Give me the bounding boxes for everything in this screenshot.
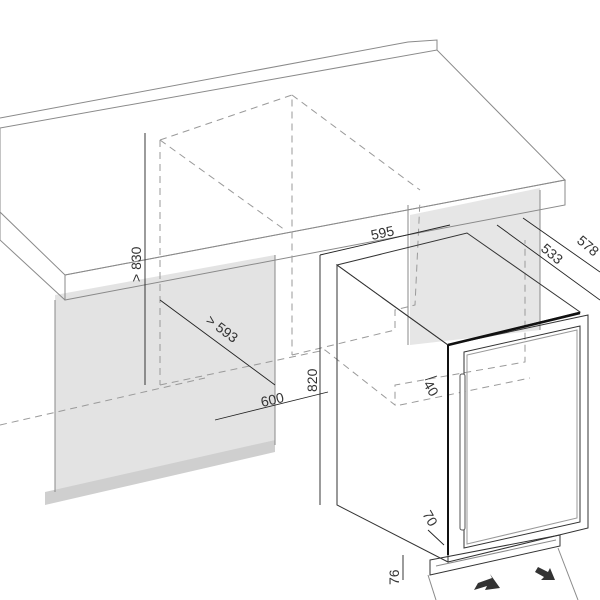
plinth-grille <box>429 534 561 576</box>
air-intake-arrow-icon <box>474 574 500 590</box>
label-appliance-width: 595 <box>369 222 395 243</box>
right-cabinet-side <box>410 188 540 345</box>
countertop <box>0 39 567 492</box>
label-depth-body: 533 <box>538 240 566 267</box>
left-cabinet-side <box>55 255 275 492</box>
label-appliance-height: 820 <box>304 368 320 392</box>
label-door-offset-bottom: 70 <box>419 508 441 530</box>
glass-panel <box>463 325 581 549</box>
glass-inner <box>466 329 578 545</box>
air-exhaust-arrow-icon <box>535 567 555 580</box>
niche-outline <box>0 94 541 426</box>
wine-cooler <box>335 232 589 576</box>
label-min-niche-height: > 830 <box>128 246 144 282</box>
label-niche-width: 600 <box>259 389 286 410</box>
label-door-offset-top: 40 <box>420 378 442 400</box>
dimension-lines <box>144 133 600 580</box>
label-plinth-height: 76 <box>386 569 402 585</box>
door-handle[interactable] <box>459 373 466 531</box>
left-cabinet-plinth <box>45 440 275 505</box>
label-depth-total: 578 <box>574 232 600 259</box>
airflow-arrows <box>474 567 555 590</box>
